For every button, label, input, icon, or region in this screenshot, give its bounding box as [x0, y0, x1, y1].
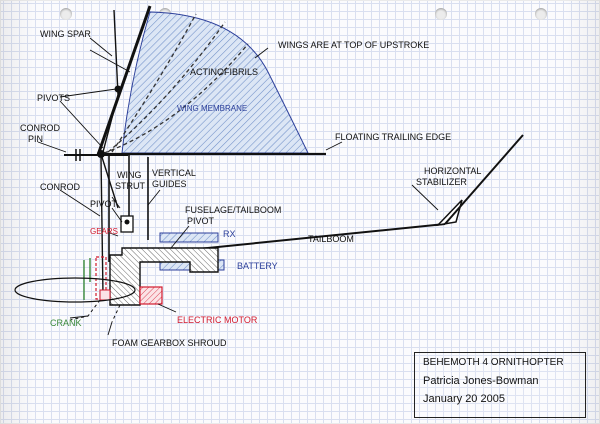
label-wing-strut-1: WING: [117, 170, 142, 180]
actinofibril: [111, 13, 197, 153]
wing-strut: [100, 153, 119, 209]
label-vertical-guides-2: GUIDES: [152, 179, 187, 189]
electric-motor: [139, 286, 163, 305]
label-foam-gearbox-shroud: FOAM GEARBOX SHROUD: [112, 338, 227, 348]
pivot-point: [114, 85, 122, 93]
crank-disk: [14, 277, 136, 303]
label-conrod: CONROD: [40, 182, 80, 192]
label-crank: CRANK: [50, 318, 82, 328]
label-vertical-guides-1: VERTICAL: [152, 168, 196, 178]
horizontal-stabilizer-spar: [444, 134, 524, 225]
punch-hole: [60, 8, 72, 20]
title-block-date: January 20 2005: [423, 393, 505, 405]
title-block: BEHEMOTH 4 ORNITHOPTER Patricia Jones-Bo…: [414, 352, 586, 418]
label-rx: RX: [223, 229, 236, 239]
rx-unit: [159, 232, 219, 243]
wing-spar-guide: [113, 9, 119, 96]
actinofibril: [103, 43, 249, 154]
pivot-point: [124, 219, 130, 225]
label-actinofibrils: ACTINOFIBRILS: [190, 67, 258, 77]
label-horizontal-stabilizer-2: STABILIZER: [416, 177, 467, 187]
wing-spar-guide: [102, 94, 119, 153]
gear-hub: [99, 289, 111, 301]
label-pivots: PIVOTS: [37, 93, 70, 103]
label-battery: BATTERY: [237, 261, 278, 271]
crank: [83, 258, 91, 300]
conrod: [100, 157, 104, 296]
label-pivot-2: PIVOT: [187, 216, 215, 226]
title-block-author: Patricia Jones-Bowman: [423, 375, 539, 387]
wing-membrane: [121, 11, 309, 154]
label-wings-top: WINGS ARE AT TOP OF UPSTROKE: [278, 40, 429, 50]
leader-lines: [37, 37, 439, 336]
label-tailboom: TAILBOOM: [308, 234, 354, 244]
punch-hole: [535, 8, 547, 20]
label-conrod-pin-2: PIN: [28, 134, 43, 144]
label-electric-motor: ELECTRIC MOTOR: [177, 315, 258, 325]
label-floating-trailing-edge: FLOATING TRAILING EDGE: [335, 132, 451, 142]
horizontal-stabilizer: [435, 199, 463, 227]
label-horizontal-stabilizer-1: HORIZONTAL: [424, 166, 481, 176]
wing-spar: [96, 5, 152, 156]
label-wing-strut-2: STRUT: [115, 181, 145, 191]
title-block-project: BEHEMOTH 4 ORNITHOPTER: [423, 357, 564, 368]
label-fuselage-tailboom: FUSELAGE/TAILBOOM: [185, 205, 281, 215]
label-pivot: PIVOT: [90, 199, 118, 209]
label-wing-spar: WING SPAR: [40, 29, 91, 39]
label-gears: GEARS: [90, 227, 118, 236]
label-wing-membrane: WING MEMBRANE: [177, 104, 247, 113]
actinofibril: [107, 21, 226, 153]
punch-hole: [435, 8, 447, 20]
label-conrod-pin-1: CONROD: [20, 123, 60, 133]
fuselage-body: [109, 247, 219, 306]
